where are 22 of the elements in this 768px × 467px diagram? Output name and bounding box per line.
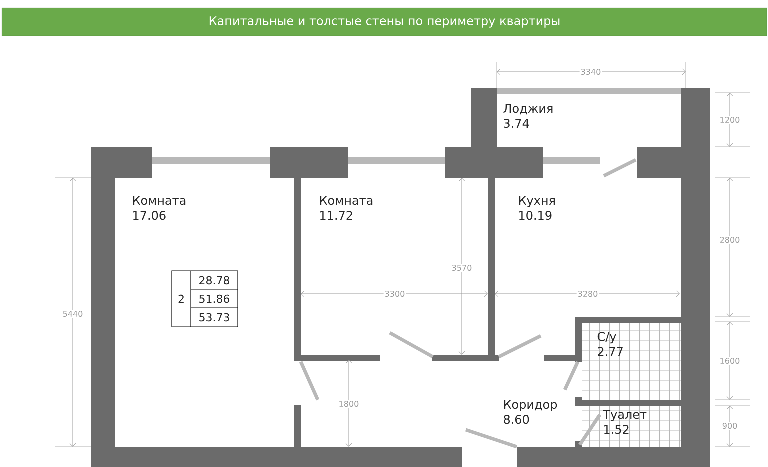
room-label: Туалет 1.52 bbox=[603, 410, 647, 434]
dimension-label: 1200 bbox=[718, 116, 742, 124]
dimension-label: 1600 bbox=[718, 356, 742, 366]
title-banner: Капитальные и толстые стены по периметру квартиры bbox=[2, 8, 768, 36]
dimension-label: 3570 bbox=[450, 264, 474, 272]
dimension-label: 900 bbox=[721, 422, 739, 430]
dimension-label: 2800 bbox=[718, 236, 742, 244]
dimension-label: 3300 bbox=[384, 290, 406, 298]
room-label: Кухня 10.19 bbox=[519, 196, 555, 220]
area-value: 53.73 bbox=[200, 313, 230, 322]
room-label: С/у 2.77 bbox=[598, 332, 623, 356]
area-value: 2 bbox=[178, 294, 184, 304]
room-label: Лоджия 3.74 bbox=[504, 104, 553, 128]
room-label: Комната 11.72 bbox=[320, 196, 373, 220]
dimension-label: 1800 bbox=[338, 400, 360, 408]
room-label: Комната 17.06 bbox=[133, 196, 186, 220]
room-label: Коридор 8.60 bbox=[504, 400, 558, 424]
dimension-label: 5440 bbox=[62, 310, 84, 318]
dimension-label: 3280 bbox=[576, 290, 600, 298]
area-value: 51.86 bbox=[200, 294, 230, 304]
area-value: 28.78 bbox=[200, 276, 230, 285]
dimension-label: 3340 bbox=[580, 68, 602, 76]
